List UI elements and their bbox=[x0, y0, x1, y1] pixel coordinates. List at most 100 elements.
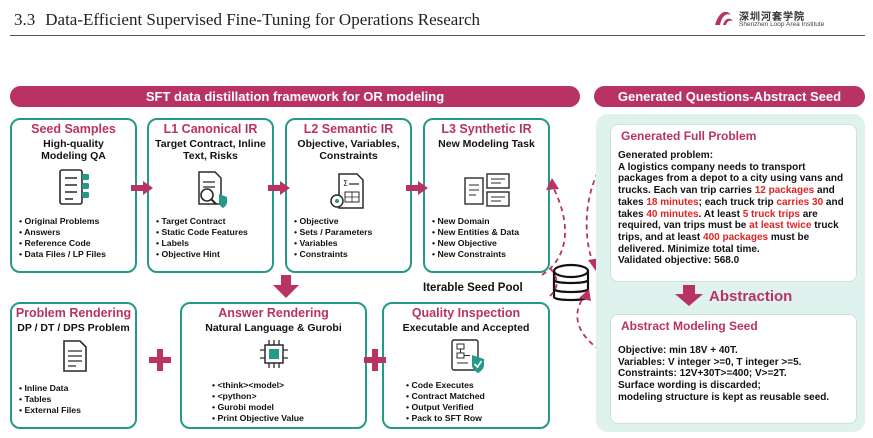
card-subtitle: High-quality Modeling QA bbox=[41, 138, 106, 162]
card-items: <think><model> <python> Gurobi model Pri… bbox=[212, 380, 361, 424]
abstract-seed-line: Variables: V integer >=0, T integer >=5. bbox=[618, 356, 802, 368]
arrow-right-icon bbox=[131, 181, 153, 195]
document-magnifier-icon bbox=[198, 171, 227, 208]
card-seed-samples: Seed Samples High-quality Modeling QA Or… bbox=[10, 118, 137, 273]
list-item: Pack to SFT Row bbox=[406, 413, 544, 424]
abstraction-label: Abstraction bbox=[709, 288, 793, 305]
problem-text-segment: . At least bbox=[698, 208, 743, 220]
highlighted-value: 5 truck trips bbox=[742, 208, 800, 220]
institute-logo: 深圳河套学院 Shenzhen Loop Area Institute bbox=[713, 7, 863, 33]
arrow-down-icon bbox=[675, 285, 703, 306]
seed-pool-label: Iterable Seed Pool bbox=[423, 282, 523, 294]
svg-text:Σ: Σ bbox=[343, 179, 348, 188]
list-item: Sets / Parameters bbox=[294, 227, 406, 238]
problem-text-segment: truck trips, and at least bbox=[618, 220, 839, 243]
text-document-icon bbox=[63, 340, 87, 372]
card-items: New Domain New Entities & Data New Objec… bbox=[432, 216, 544, 260]
arrow-right-icon bbox=[406, 181, 428, 195]
dashed-flow-arrows bbox=[541, 171, 601, 351]
problem-text-segment: A logistics company needs to transport p… bbox=[618, 161, 844, 197]
generated-problem-heading: Generated problem: bbox=[618, 150, 714, 161]
list-item: Constraints bbox=[294, 249, 406, 260]
card-quality-inspection: Quality Inspection Executable and Accept… bbox=[382, 302, 550, 429]
card-subtitle: New Modeling Task bbox=[438, 138, 535, 150]
highlighted-value: 40 minutes bbox=[646, 208, 699, 220]
list-item: New Constraints bbox=[432, 249, 544, 260]
list-item: New Objective bbox=[432, 238, 544, 249]
highlighted-value: at least twice bbox=[749, 220, 812, 232]
checklist-icon bbox=[59, 169, 89, 205]
card-items: Target Contract Static Code Features Lab… bbox=[156, 216, 268, 260]
abstract-seed-text: Objective: min 18V + 40T. Variables: V i… bbox=[618, 345, 852, 404]
list-item: Target Contract bbox=[156, 216, 268, 227]
problem-text-segment: must be delivered. Minimize total time. bbox=[618, 231, 810, 255]
flowchart-shield-icon bbox=[451, 339, 484, 373]
list-item: Objective Hint bbox=[156, 249, 268, 260]
card-subtitle: Natural Language & Gurobi bbox=[205, 322, 342, 334]
card-title: Answer Rendering bbox=[218, 306, 329, 320]
card-title: L1 Canonical IR bbox=[163, 122, 258, 136]
framework-banner: SFT data distillation framework for OR m… bbox=[10, 86, 580, 107]
page-header: 3.3 Data-Efficient Supervised Fine-Tuning… bbox=[10, 4, 865, 36]
list-item: <python> bbox=[212, 391, 361, 402]
list-item: Inline Data bbox=[19, 383, 131, 394]
problem-text-segment: ; each truck trip bbox=[698, 196, 777, 208]
highlighted-value: 18 minutes bbox=[646, 196, 699, 208]
problem-text-segment: and takes bbox=[618, 185, 835, 208]
highlighted-value: 12 packages bbox=[754, 185, 815, 197]
validated-objective: Validated objective: 568.0 bbox=[618, 255, 740, 267]
card-title: L2 Semantic IR bbox=[303, 122, 394, 136]
institute-logo-icon bbox=[715, 11, 733, 25]
card-problem-rendering: Problem Rendering DP / DT / DPS Problem … bbox=[10, 302, 137, 429]
card-subtitle: Objective, Variables, Constraints bbox=[297, 138, 400, 162]
institute-name-cn: 深圳河套学院 bbox=[739, 12, 805, 23]
list-item: Contract Matched bbox=[406, 391, 544, 402]
generated-problem-body: A logistics company needs to transport p… bbox=[618, 162, 852, 256]
list-item: Answers bbox=[19, 227, 131, 238]
chip-icon bbox=[260, 340, 288, 368]
card-title: Problem Rendering bbox=[15, 306, 132, 320]
list-item: Tables bbox=[19, 394, 131, 405]
list-item: Labels bbox=[156, 238, 268, 249]
section-title-text: Data-Efficient Supervised Fine-Tuning fo… bbox=[45, 10, 481, 29]
card-l2-semantic-ir: L2 Semantic IR Objective, Variables, Con… bbox=[285, 118, 412, 273]
abstract-seed-line: Constraints: 12V+30T>=400; V>=2T. bbox=[618, 368, 787, 380]
card-items: Objective Sets / Parameters Variables Co… bbox=[294, 216, 406, 260]
institute-name-en: Shenzhen Loop Area Institute bbox=[739, 21, 825, 28]
formula-document-icon: Σ bbox=[330, 173, 364, 209]
card-items: Inline Data Tables External Files bbox=[19, 383, 131, 416]
card-l3-synthetic-ir: L3 Synthetic IR New Modeling Task New Do… bbox=[423, 118, 550, 273]
list-item: New Entities & Data bbox=[432, 227, 544, 238]
list-item: Variables bbox=[294, 238, 406, 249]
generated-problem-box: Generated Full Problem Generated problem… bbox=[610, 124, 857, 282]
list-item: Original Problems bbox=[19, 216, 131, 227]
right-banner: Generated Questions-Abstract Seed bbox=[594, 86, 865, 107]
abstract-seed-title: Abstract Modeling Seed bbox=[621, 319, 758, 333]
card-l1-canonical-ir: L1 Canonical IR Target Contract, Inline … bbox=[147, 118, 274, 273]
abstract-seed-line: modeling structure is kept as reusable s… bbox=[618, 391, 830, 403]
abstract-seed-line: Surface wording is discarded; bbox=[618, 380, 761, 392]
list-item: External Files bbox=[19, 405, 131, 416]
generated-problem-text: Generated problem: A logistics company n… bbox=[618, 150, 852, 267]
problem-text-segment: and takes bbox=[618, 196, 844, 220]
card-title: Quality Inspection bbox=[411, 306, 521, 320]
list-item: Objective bbox=[294, 216, 406, 227]
list-item: New Domain bbox=[432, 216, 544, 227]
card-items: Original Problems Answers Reference Code… bbox=[19, 216, 131, 260]
card-subtitle: DP / DT / DPS Problem bbox=[17, 322, 130, 334]
arrow-down-icon bbox=[273, 275, 299, 298]
list-item: Reference Code bbox=[19, 238, 131, 249]
plus-icon bbox=[364, 349, 386, 371]
list-item: Static Code Features bbox=[156, 227, 268, 238]
problem-text-segment: are required, van trips must be bbox=[618, 208, 818, 232]
card-title: Seed Samples bbox=[31, 122, 116, 136]
section-number: 3.3 bbox=[14, 10, 36, 29]
generated-problem-title: Generated Full Problem bbox=[621, 129, 757, 143]
card-subtitle: Target Contract, Inline Text, Risks bbox=[155, 138, 266, 162]
list-item: Data Files / LP Files bbox=[19, 249, 131, 260]
abstract-seed-box: Abstract Modeling Seed Objective: min 18… bbox=[610, 314, 857, 424]
card-title: L3 Synthetic IR bbox=[441, 122, 532, 136]
list-item: Output Verified bbox=[406, 402, 544, 413]
list-item: Code Executes bbox=[406, 380, 544, 391]
arrow-right-icon bbox=[268, 181, 290, 195]
